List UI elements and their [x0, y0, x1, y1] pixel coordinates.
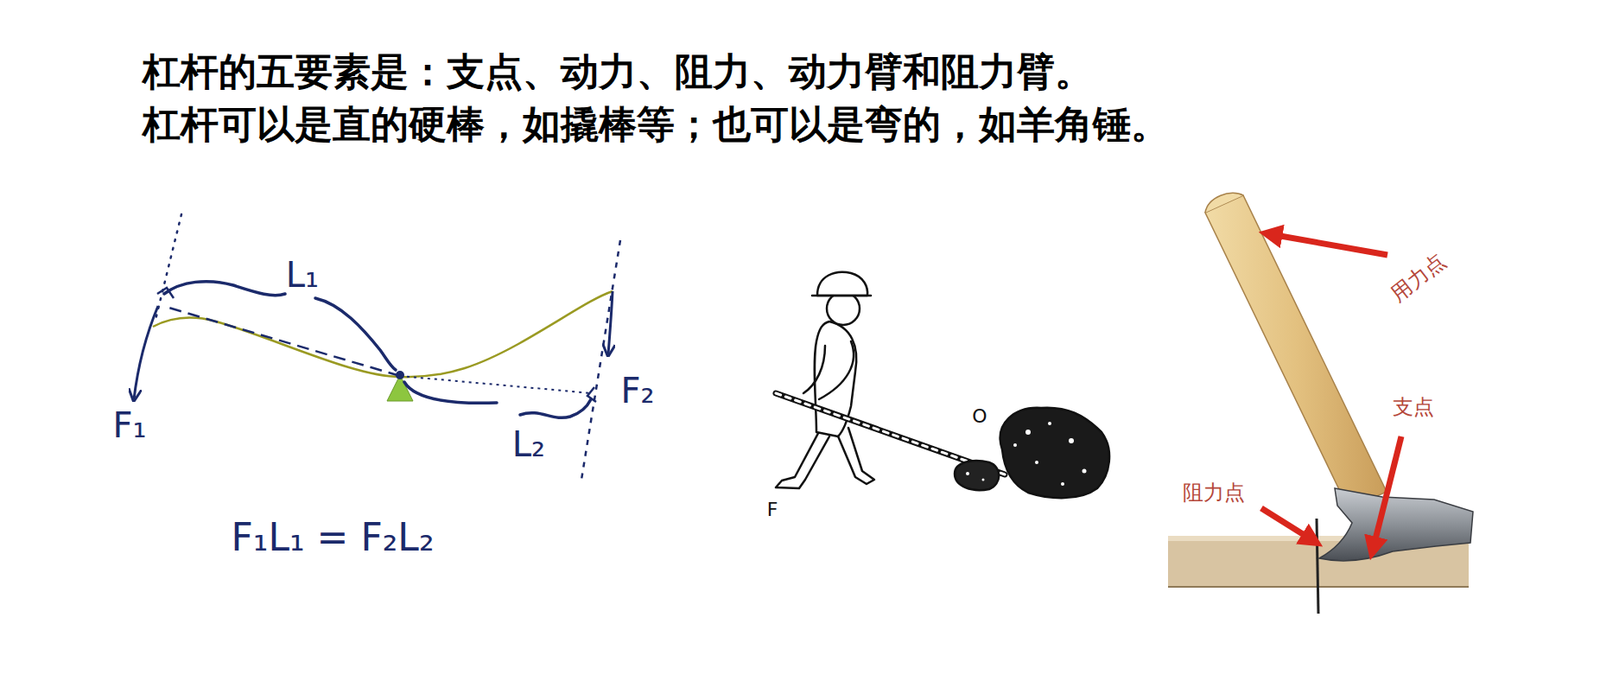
claw-hammer — [1168, 192, 1474, 614]
lever-formula: F₁L₁ = F₂L₂ — [230, 515, 434, 560]
brace-l1 — [164, 281, 286, 296]
arm-line-l2 — [400, 375, 592, 394]
hammer-handle — [1205, 195, 1387, 509]
heading-line: 杠杆可以是直的硬棒，如撬棒等；也可以是弯的，如羊角锤。 — [142, 102, 1169, 147]
force-arrow-f1 — [133, 305, 159, 400]
force-label: F₁ — [112, 405, 147, 445]
arm-label: L₁ — [285, 254, 319, 295]
leader-arrow — [1371, 436, 1402, 553]
leader-arrow — [1261, 507, 1317, 543]
arm-line-l1 — [165, 306, 400, 376]
callout-label: 支点 — [1392, 395, 1435, 420]
action-line-f2 — [581, 240, 621, 480]
action-line-f1 — [155, 214, 182, 320]
worker-crowbar — [775, 272, 1110, 498]
nail — [1316, 518, 1319, 614]
lever-sketch — [133, 214, 621, 480]
heading-line: 杠杆的五要素是：支点、动力、阻力、动力臂和阻力臂。 — [142, 50, 1093, 95]
leader-arrow — [1265, 233, 1388, 255]
fulcrum-label: O — [971, 405, 987, 427]
callout-label: 阻力点 — [1182, 481, 1245, 506]
force-label: F — [767, 498, 779, 521]
arm-label: L₂ — [512, 424, 546, 464]
brace-l2 — [520, 399, 591, 418]
force-arrow-f2 — [608, 291, 613, 355]
callout-label: 用力点 — [1386, 249, 1451, 307]
brace-l1 — [315, 298, 396, 370]
lever-curve — [152, 291, 613, 377]
hammer-head — [1319, 488, 1474, 561]
brace-l2 — [404, 381, 497, 403]
force-label: F₂ — [620, 370, 654, 411]
